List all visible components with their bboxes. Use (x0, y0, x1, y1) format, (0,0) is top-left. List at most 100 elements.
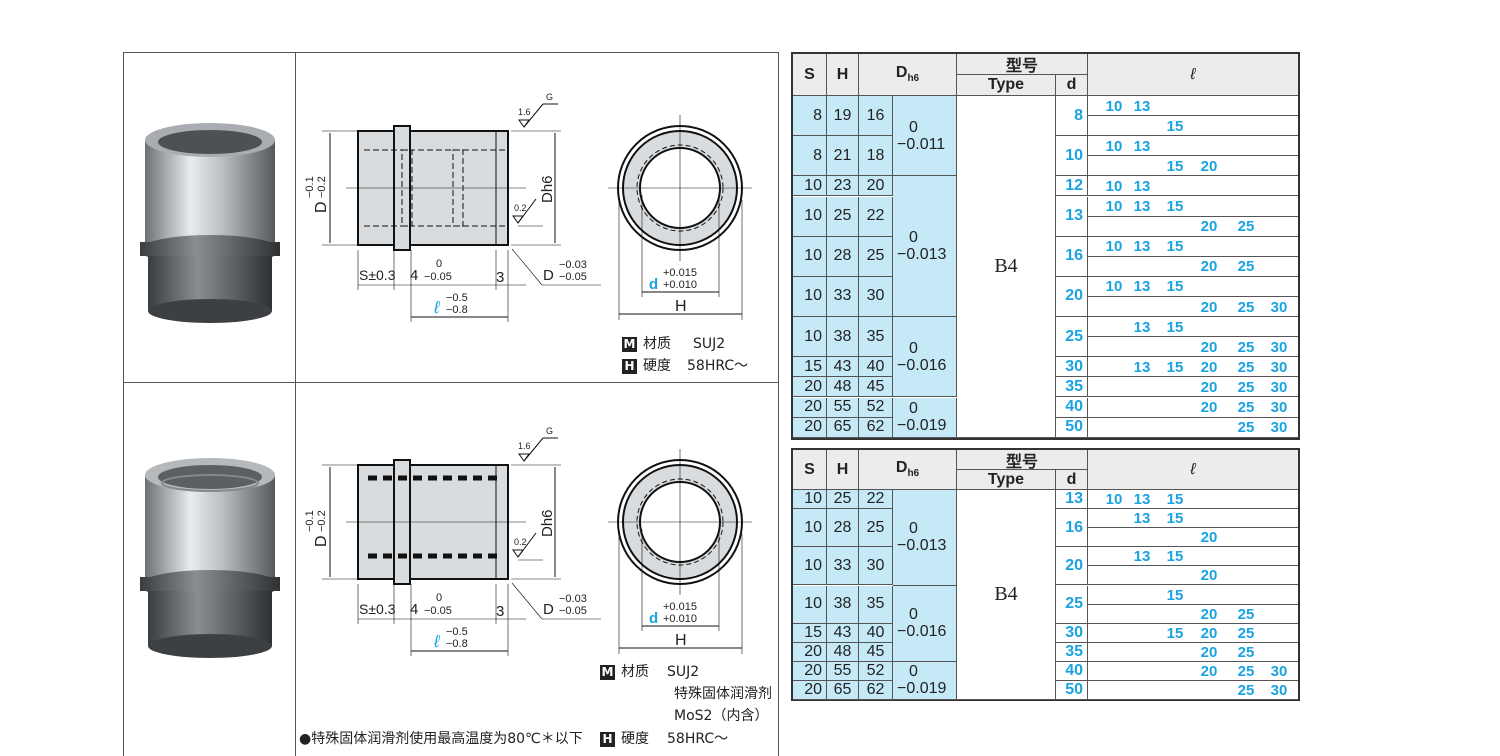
length-option[interactable]: 13 (1133, 318, 1151, 336)
length-option[interactable]: 15 (1166, 198, 1184, 216)
length-option[interactable]: 20 (1200, 157, 1218, 175)
header-h: H (827, 54, 859, 96)
flange-diameter-label: H (675, 298, 687, 315)
cell-h: 23 (827, 176, 859, 197)
cell-s: 10 (793, 585, 827, 624)
length-option[interactable]: 10 (1105, 278, 1123, 296)
chamfer-length-label: 3 (496, 269, 504, 286)
length-option[interactable]: 15 (1166, 238, 1184, 256)
length-option[interactable]: 30 (1270, 399, 1288, 417)
length-option[interactable]: 13 (1133, 358, 1151, 376)
length-option[interactable]: 30 (1270, 358, 1288, 376)
length-option[interactable]: 15 (1166, 586, 1184, 604)
cell-d: 13 (1056, 490, 1088, 510)
length-option[interactable]: 25 (1237, 605, 1255, 623)
length-option[interactable]: 20 (1200, 338, 1218, 356)
length-option[interactable]: 13 (1133, 548, 1151, 566)
length-option-line: 10 13 (1088, 176, 1298, 197)
length-option[interactable]: 15 (1166, 157, 1184, 175)
inner-diameter-tol-lower: +0.010 (663, 279, 697, 291)
length-option[interactable]: 15 (1166, 117, 1184, 135)
length-option[interactable]: 20 (1200, 643, 1218, 661)
length-option[interactable]: 10 (1105, 491, 1123, 509)
length-option[interactable]: 25 (1237, 358, 1255, 376)
length-option-line: 15 (1088, 116, 1298, 137)
cell-h: 55 (827, 397, 859, 418)
outer-diameter-tol-lower: −0.2 (316, 510, 328, 532)
length-option[interactable]: 20 (1200, 378, 1218, 396)
length-option[interactable]: 30 (1270, 378, 1288, 396)
length-option[interactable]: 13 (1133, 97, 1151, 115)
product-panel (123, 52, 779, 756)
length-option[interactable]: 20 (1200, 624, 1218, 642)
length-option[interactable]: 15 (1166, 278, 1184, 296)
length-option[interactable]: 20 (1200, 529, 1218, 547)
length-option[interactable]: 20 (1200, 662, 1218, 680)
length-option[interactable]: 15 (1166, 318, 1184, 336)
length-option[interactable]: 20 (1200, 605, 1218, 623)
length-option[interactable]: 30 (1270, 682, 1288, 700)
length-option[interactable]: 25 (1237, 624, 1255, 642)
chamfer-diameter-label: D (543, 267, 554, 284)
length-option[interactable]: 15 (1166, 491, 1184, 509)
length-option[interactable]: 25 (1237, 298, 1255, 316)
material-label: 材质 (621, 664, 649, 680)
length-option[interactable]: 25 (1237, 338, 1255, 356)
length-option[interactable]: 13 (1133, 177, 1151, 195)
roughness-value-label: 1.6 (518, 441, 531, 451)
cell-dh6: 35 (859, 585, 893, 624)
length-option[interactable]: 13 (1133, 238, 1151, 256)
length-option[interactable]: 15 (1166, 624, 1184, 642)
length-tol-upper: −0.5 (446, 292, 468, 304)
length-option[interactable]: 15 (1166, 548, 1184, 566)
length-option[interactable]: 25 (1237, 419, 1255, 437)
length-option[interactable]: 20 (1200, 298, 1218, 316)
length-option[interactable]: 20 (1200, 399, 1218, 417)
length-option[interactable]: 13 (1133, 198, 1151, 216)
length-option[interactable]: 20 (1200, 567, 1218, 585)
length-option[interactable]: 25 (1237, 258, 1255, 276)
length-option[interactable]: 15 (1166, 510, 1184, 528)
length-option[interactable]: 13 (1133, 510, 1151, 528)
header-model: 型号 (957, 54, 1088, 75)
length-option[interactable]: 10 (1105, 137, 1123, 155)
length-option[interactable]: 20 (1200, 258, 1218, 276)
length-option[interactable]: 20 (1200, 358, 1218, 376)
length-option[interactable]: 30 (1270, 662, 1288, 680)
length-option[interactable]: 20 (1200, 218, 1218, 236)
cell-dh6: 35 (859, 317, 893, 358)
outer-diameter-label: D (313, 201, 330, 213)
length-option[interactable]: 25 (1237, 378, 1255, 396)
cell-dh6: 62 (859, 417, 893, 438)
length-option[interactable]: 30 (1270, 298, 1288, 316)
length-option[interactable]: 30 (1270, 338, 1288, 356)
length-option[interactable]: 13 (1133, 278, 1151, 296)
cell-d: 8 (1056, 96, 1088, 137)
length-option[interactable]: 10 (1105, 238, 1123, 256)
length-option[interactable]: 10 (1105, 177, 1123, 195)
roughness-value-label: 0.2 (514, 537, 527, 547)
cell-h: 43 (827, 623, 859, 643)
length-option[interactable]: 30 (1270, 419, 1288, 437)
header-s: S (793, 450, 827, 490)
length-option[interactable]: 10 (1105, 198, 1123, 216)
length-option[interactable]: 10 (1105, 97, 1123, 115)
length-option[interactable]: 25 (1237, 662, 1255, 680)
length-option[interactable]: 25 (1237, 682, 1255, 700)
cell-d: 20 (1056, 276, 1088, 318)
cell-s: 8 (793, 96, 827, 137)
length-option[interactable]: 15 (1166, 358, 1184, 376)
hardness-label: 硬度 (621, 731, 649, 747)
length-option[interactable]: 13 (1133, 137, 1151, 155)
cell-d: 13 (1056, 196, 1088, 237)
length-option-line: 10 13 15 (1088, 277, 1298, 297)
grinding-mark-label: G (546, 426, 553, 436)
length-option-line: 13 15 (1088, 317, 1298, 338)
header-type: Type (957, 75, 1056, 96)
length-option[interactable]: 25 (1237, 399, 1255, 417)
length-option[interactable]: 25 (1237, 643, 1255, 661)
cell-dh6: 40 (859, 623, 893, 643)
length-option[interactable]: 25 (1237, 218, 1255, 236)
length-option[interactable]: 13 (1133, 491, 1151, 509)
length-option-line: 20 (1088, 528, 1298, 548)
